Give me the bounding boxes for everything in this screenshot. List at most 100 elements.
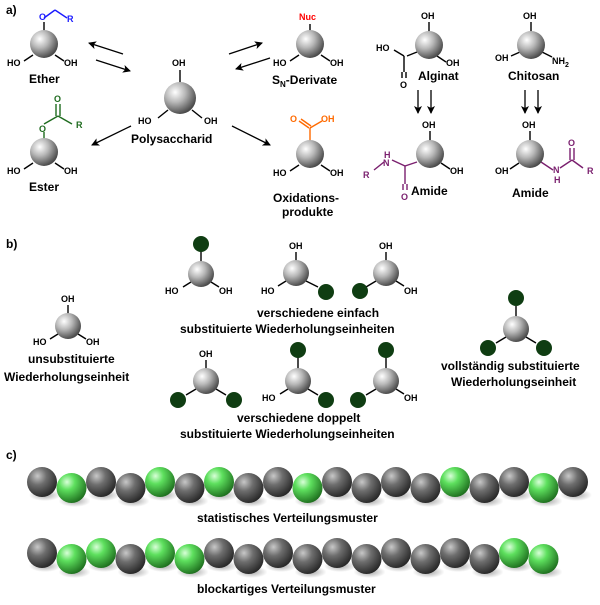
hydroxyl-label: HO	[138, 116, 152, 126]
substituent-dot	[378, 342, 394, 358]
sugar-ring-sphere	[373, 260, 399, 286]
sugar-ring-sphere	[416, 140, 444, 168]
substituent-dot	[536, 340, 552, 356]
ether-oxygen: O	[39, 12, 46, 22]
hydroxyl-label: OH	[199, 349, 213, 359]
unsubstituted-bead	[499, 467, 529, 497]
mono-substituted-unit-right: OH HO	[261, 241, 334, 300]
hydroxyl-label: OH	[289, 241, 303, 251]
hydroxyl-label: OH	[523, 11, 537, 21]
carboxyl-hydroxyl: OH	[321, 114, 335, 124]
sugar-ring-sphere	[283, 260, 309, 286]
unsubstituted-bead	[233, 544, 264, 574]
di-substituted-label-line1: verschiedene doppelt	[237, 411, 360, 425]
unsubstituted-bead	[263, 467, 293, 497]
hydroxyl-label: OH	[64, 166, 78, 176]
oxidation-label-line1: Oxidations-	[273, 191, 339, 205]
carbonyl-oxygen: O	[400, 80, 407, 90]
unsubstituted-bead	[351, 544, 382, 574]
random-distribution-label: statistisches Verteilungsmuster	[197, 511, 378, 525]
unsubstituted-bead	[174, 473, 205, 503]
hydroxyl-label: HO	[273, 58, 287, 68]
sugar-ring-sphere	[415, 31, 443, 59]
equilibrium-arrow-sn	[228, 41, 271, 71]
hydroxyl-label: OH	[61, 294, 75, 304]
unsubstituted-bead	[381, 538, 411, 568]
unsubstituted-bead	[469, 544, 500, 574]
unsubstituted-bead	[351, 473, 382, 503]
substituted-bead	[145, 467, 175, 497]
ester-r-group: R	[76, 120, 83, 130]
ester-label: Ester	[29, 180, 59, 194]
hydroxyl-label: HO	[376, 43, 390, 53]
alginat-unit: OH HO O OH Alginat	[376, 11, 460, 90]
substituent-dot	[318, 284, 334, 300]
amide-label-alginat: Amide	[411, 184, 448, 198]
hydroxyl-label: OH	[450, 166, 464, 176]
unsubstituted-bead	[410, 544, 441, 574]
sugar-ring-sphere	[516, 140, 544, 168]
amide-r-group: R	[587, 166, 594, 176]
amino-label: NH2	[552, 56, 569, 69]
fully-substituted-label-line1: vollständig substituierte	[441, 359, 580, 373]
substituent-dot	[290, 342, 306, 358]
substituent-dot	[318, 392, 334, 408]
mono-substituted-unit-top: HO OH	[165, 236, 233, 296]
random-distribution-chain	[27, 467, 592, 507]
unsubstituted-bead	[322, 467, 352, 497]
sugar-ring-sphere	[164, 82, 196, 114]
sugar-ring-sphere	[373, 368, 399, 394]
unsubstituted-label-line1: unsubstituierte	[28, 352, 115, 366]
sugar-ring-sphere	[296, 140, 324, 168]
panel-label-a: a)	[6, 3, 17, 17]
unsubstituted-bead	[27, 467, 57, 497]
substituent-dot	[350, 392, 366, 408]
hydroxyl-label: OH	[495, 166, 509, 176]
substituted-bead	[56, 473, 87, 503]
alginat-label: Alginat	[418, 69, 459, 83]
unsubstituted-bead	[233, 473, 264, 503]
unsubstituted-bead	[204, 538, 234, 568]
hydroxyl-label: OH	[522, 120, 536, 130]
mono-substituted-label-line2: substituierte Wiederholungseinheiten	[180, 322, 395, 336]
hydroxyl-label: OH	[204, 116, 218, 126]
amide-hydrogen: H	[384, 150, 391, 160]
ether-r-group: R	[67, 14, 74, 24]
hydroxyl-label: OH	[330, 168, 344, 178]
di-substituted-label-line2: substituierte Wiederholungseinheiten	[180, 427, 395, 441]
unsubstituted-bead	[381, 467, 411, 497]
substituent-dot	[170, 392, 186, 408]
substituted-bead	[145, 538, 175, 568]
oxidation-product: O OH HO OH Oxidations- produkte	[273, 114, 344, 219]
amide-r-group: R	[363, 170, 370, 180]
hydroxyl-label: OH	[219, 286, 233, 296]
substituted-bead	[86, 538, 116, 568]
substituted-bead	[56, 544, 87, 574]
sugar-ring-sphere	[503, 316, 529, 342]
arrows-chitosan-to-amide	[521, 90, 542, 114]
hydroxyl-label: OH	[422, 120, 436, 130]
amide-nitrogen: N	[553, 165, 560, 175]
substituent-dot	[352, 283, 368, 299]
unsubstituted-bead	[440, 538, 470, 568]
alginat-amide: OH OH H N R O Amide	[363, 120, 464, 202]
hydroxyl-label: HO	[262, 393, 276, 403]
unsubstituted-bead	[292, 544, 323, 574]
oxidation-label-line2: produkte	[282, 205, 334, 219]
unsubstituted-unit: OH HO OH unsubstituierte Wiederholungsei…	[4, 294, 129, 384]
hydroxyl-label: HO	[7, 58, 21, 68]
substituted-bead	[292, 473, 323, 503]
hydroxyl-label: OH	[172, 58, 186, 68]
substituted-bead	[440, 467, 470, 497]
unsubstituted-bead	[86, 467, 116, 497]
sugar-ring-sphere	[296, 30, 324, 58]
chitosan-amide: OH OH N H O R Amide	[495, 120, 594, 200]
ether-product: O R HO OH Ether	[7, 9, 78, 86]
di-substituted-unit-2: HO	[262, 342, 334, 408]
unsubstituted-bead	[115, 473, 146, 503]
mono-substituted-label-line1: verschiedene einfach	[257, 306, 379, 320]
amide-oxygen: O	[401, 192, 408, 202]
sugar-ring-sphere	[30, 138, 58, 166]
